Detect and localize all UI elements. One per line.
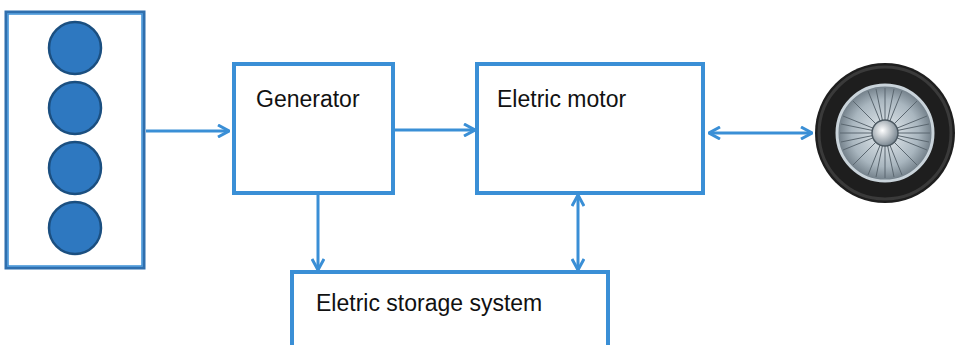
flow-arrow <box>395 129 475 132</box>
process-box: Eletric motor <box>475 62 705 195</box>
box-label: Eletric motor <box>497 86 626 114</box>
box-label: Generator <box>256 86 360 114</box>
box-label: Eletric storage system <box>316 290 542 318</box>
process-box: Eletric storage system <box>290 270 610 345</box>
process-box: Generator <box>232 62 395 195</box>
drive-arrow <box>709 132 812 135</box>
shaft-arrow <box>146 130 229 133</box>
engine-symbol <box>6 12 144 268</box>
flow-arrow <box>317 195 320 270</box>
flow-arrow <box>577 195 580 270</box>
wheel-symbol <box>815 63 955 203</box>
